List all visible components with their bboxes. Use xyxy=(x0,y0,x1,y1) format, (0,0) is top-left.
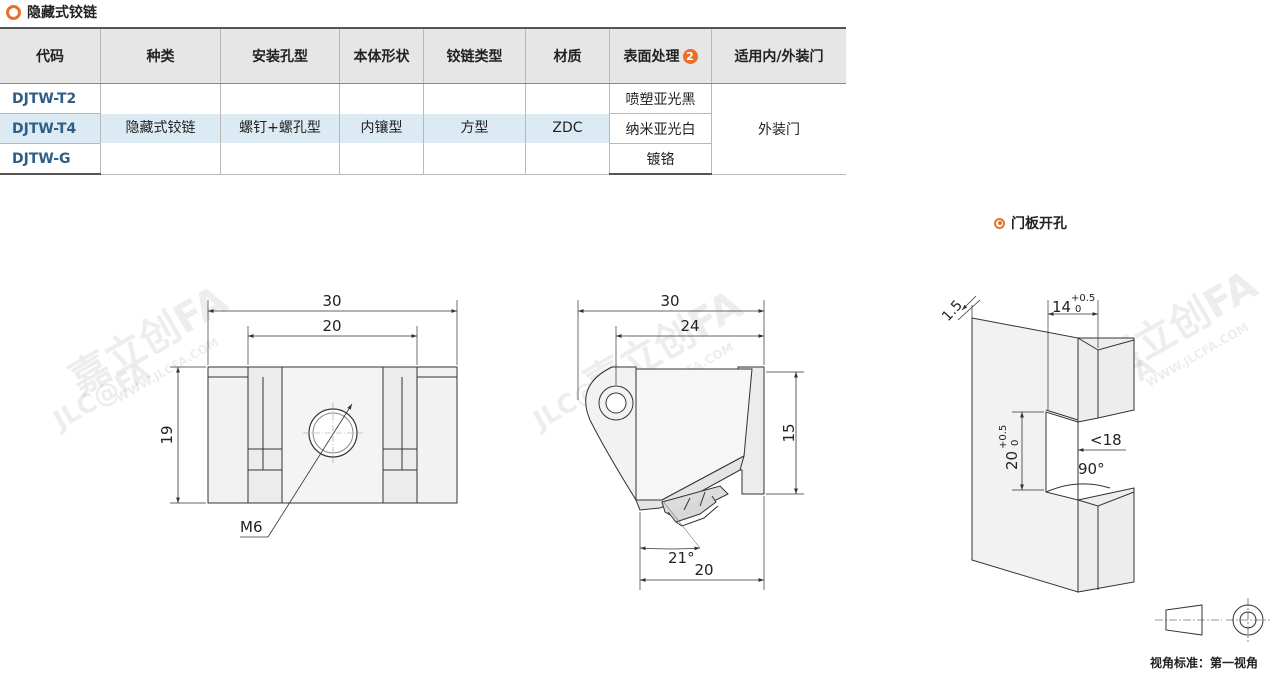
table-row: DJTW-G 镀铬 xyxy=(0,143,846,175)
dim-door-20-tol-dn: 0 xyxy=(1010,440,1021,446)
hole-type-value: 螺钉+螺孔型 xyxy=(221,114,339,144)
door-cutout-title: 门板开孔 xyxy=(1011,216,1067,232)
material-cell: ZDC xyxy=(525,83,610,175)
surface-cell: 喷塑亚光黑 xyxy=(609,83,712,114)
header-type: 种类 xyxy=(100,27,221,84)
note-badge: 2 xyxy=(682,49,698,64)
projection-symbol xyxy=(1155,598,1270,642)
dim-front-20: 20 xyxy=(322,317,341,335)
section-title-text: 隐藏式铰链 xyxy=(27,5,97,21)
dim-door-1-5: 1.5 xyxy=(939,297,966,324)
dim-front-19: 19 xyxy=(158,425,176,444)
front-view xyxy=(170,300,458,538)
type-cell: 隐藏式铰链 xyxy=(100,83,221,175)
section-title-hidden-hinge: 隐藏式铰链 xyxy=(6,2,97,22)
orange-ring-icon xyxy=(6,4,21,20)
body-shape-cell: 内镶型 xyxy=(339,83,424,175)
header-door: 适用内/外装门 xyxy=(711,27,846,84)
projection-label: 视角标准：第一视角 xyxy=(1150,656,1259,670)
dim-door-20-tol-up: +0.5 xyxy=(998,425,1009,449)
door-cell: 外装门 xyxy=(711,83,846,175)
dim-door-14: 14 xyxy=(1052,298,1071,316)
dim-door-lt18: <18 xyxy=(1090,431,1122,449)
dim-door-20: 20 xyxy=(1003,451,1021,470)
dim-door-90deg: 90° xyxy=(1078,460,1105,478)
code-cell: DJTW-T4 xyxy=(0,113,101,144)
door-cutout-view xyxy=(957,295,1135,593)
code-cell: DJTW-G xyxy=(0,143,101,175)
dim-front-30: 30 xyxy=(322,292,341,310)
surface-cell: 镀铬 xyxy=(609,143,712,175)
header-surface-text: 表面处理 xyxy=(623,49,680,65)
code-cell: DJTW-T2 xyxy=(0,83,101,114)
header-body-shape: 本体形状 xyxy=(339,27,424,84)
side-view-labels: 30 24 15 21° 20 xyxy=(660,292,798,579)
dim-side-20: 20 xyxy=(694,561,713,579)
header-code: 代码 xyxy=(0,27,101,84)
hole-type-cell: 螺钉+螺孔型 xyxy=(220,83,340,175)
table-row: DJTW-T4 纳米亚光白 xyxy=(0,113,846,144)
header-material: 材质 xyxy=(525,27,610,84)
body-shape-value: 内镶型 xyxy=(340,114,423,144)
hinge-type-value: 方型 xyxy=(424,114,525,144)
dim-door-14-tol-up: +0.5 xyxy=(1071,293,1095,304)
table-row: DJTW-T2 隐藏式铰链 螺钉+螺孔型 内镶型 方型 ZDC 喷塑亚光黑 外装… xyxy=(0,83,846,175)
header-hole-type: 安装孔型 xyxy=(220,27,340,84)
dim-side-15: 15 xyxy=(780,423,798,442)
header-hinge-type: 铰链类型 xyxy=(423,27,526,84)
dim-door-14-tol-dn: 0 xyxy=(1075,304,1081,315)
dim-side-30: 30 xyxy=(660,292,679,310)
type-value: 隐藏式铰链 xyxy=(101,114,220,144)
hinge-type-cell: 方型 xyxy=(423,83,526,175)
section-title-door-cutout: 门板开孔 xyxy=(994,213,1067,233)
orange-target-icon xyxy=(994,217,1005,229)
surface-cell: 纳米亚光白 xyxy=(609,113,712,144)
dim-side-24: 24 xyxy=(680,317,699,335)
dim-front-m6: M6 xyxy=(240,518,263,536)
material-value: ZDC xyxy=(526,114,609,144)
dim-side-21deg: 21° xyxy=(668,549,695,567)
front-view-labels: 30 20 19 M6 xyxy=(158,292,342,536)
side-view xyxy=(577,300,804,590)
door-cutout-labels: 1.5 14 +0.5 0 20 +0.5 0 <18 90° xyxy=(939,293,1122,478)
